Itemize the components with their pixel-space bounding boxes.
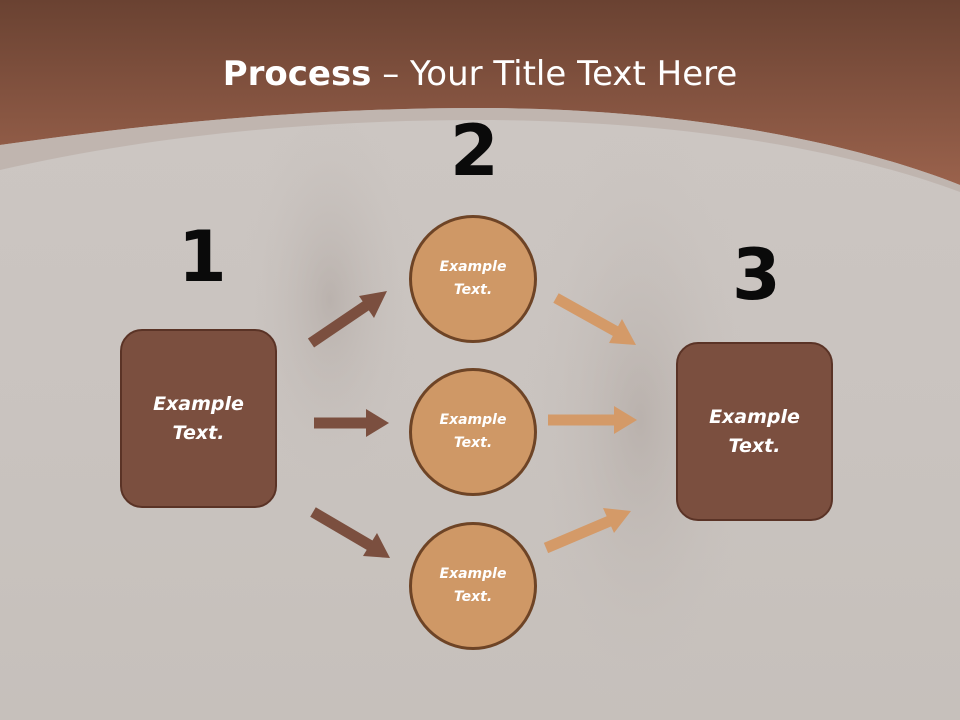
arrow-middle-to-3 (548, 406, 637, 434)
arrow-top-to-3 (553, 293, 636, 345)
circle-middle-text: Example Text. (439, 412, 507, 451)
step-3-text: Example Text. (709, 405, 800, 457)
step-number-2: 2 (450, 110, 499, 192)
step-1-box: Example Text. (120, 329, 277, 508)
slide-title: Process – Your Title Text Here (0, 54, 960, 94)
step-3-box: Example Text. (676, 342, 833, 521)
step-1-text: Example Text. (153, 392, 244, 444)
step-2-circle-bottom: Example Text. (409, 522, 537, 650)
step-number-3: 3 (732, 234, 781, 316)
arrow-1-to-top (307, 291, 387, 348)
arrow-1-to-middle (314, 409, 389, 437)
title-rest: – Your Title Text Here (371, 54, 738, 94)
step-2-circle-top: Example Text. (409, 215, 537, 343)
title-bold: Process (222, 54, 372, 94)
circle-top-text: Example Text. (439, 259, 507, 298)
step-2-circle-middle: Example Text. (409, 368, 537, 496)
circle-bottom-text: Example Text. (439, 566, 507, 605)
step-number-1: 1 (178, 216, 227, 298)
arrow-1-to-bottom (310, 507, 390, 558)
arrow-bottom-to-3 (543, 508, 631, 554)
